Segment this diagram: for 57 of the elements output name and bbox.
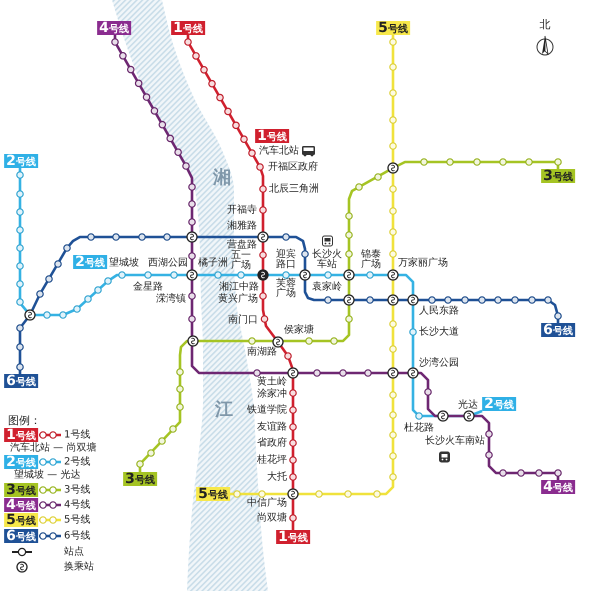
line-badge: 1号线 [171, 21, 205, 35]
station-name: 杜花路 [404, 422, 434, 434]
station-name: 尚双塘 [257, 512, 287, 524]
station-name: 中信广场 [247, 498, 287, 508]
station-name: 开福寺 [227, 204, 257, 216]
station-name: 友谊路 [257, 422, 287, 432]
station-name: 湘江中路 [219, 282, 259, 292]
station-name: 北辰三角洲 [269, 184, 319, 194]
station-name: 省政府 [257, 438, 287, 448]
station-name: 营盘路 [227, 240, 257, 250]
station-name: 迎宾路口 [276, 250, 296, 270]
river-name: 湘 [213, 168, 231, 188]
legend-label: 5号线 [64, 514, 90, 526]
station-name: 沙湾公园 [419, 358, 459, 368]
station-name: 南湖路 [247, 346, 277, 358]
station-name: 黄土岭 [257, 376, 287, 388]
station-name: 开福区政府 [268, 162, 318, 172]
station-name: 望城坡 [109, 258, 139, 268]
legend-label: 站点 [64, 546, 84, 558]
station-name: 铁道学院 [247, 404, 287, 416]
station-name: 橘子洲 [198, 258, 228, 268]
station-name: 金星路 [133, 282, 163, 292]
legend-label: 1号线 [64, 430, 90, 440]
legend-label: 6号线 [64, 530, 90, 542]
station-name: 长沙大道 [419, 326, 459, 338]
station-name: 溁湾镇 [156, 294, 186, 304]
station-name: 涂家冲 [257, 388, 287, 400]
line-badge: 6号线 [4, 529, 38, 543]
legend-label: 换乘站 [64, 562, 94, 572]
route-description: 望城坡 — 光达 [14, 470, 80, 480]
station-name: 湘雅路 [227, 220, 257, 232]
legend-label: 3号线 [64, 484, 90, 496]
legend-title: 图例： [8, 415, 41, 427]
station-name: 人民东路 [419, 306, 459, 316]
station-name: 长沙火车站 [312, 250, 342, 270]
north-label: 北 [540, 19, 550, 31]
station-name: 长沙火车南站 [425, 436, 485, 446]
station-name: 南门口 [228, 314, 258, 326]
station-name: 万家丽广场 [398, 258, 448, 268]
station-name: 锦泰广场 [360, 250, 382, 270]
station-name: 侯家塘 [284, 324, 314, 336]
station-name: 五一广场 [230, 250, 252, 270]
station-name: 芙蓉广场 [276, 279, 296, 299]
station-name: 桂花坪 [257, 454, 287, 466]
legend-label: 2号线 [64, 456, 90, 468]
station-name: 汽车北站 [259, 146, 299, 156]
line-badge: 4号线 [97, 21, 131, 35]
legend-label: 4号线 [64, 500, 90, 510]
station-name: 袁家岭 [312, 282, 342, 292]
line-badge: 1号线 [276, 530, 310, 544]
line-badge: 5号线 [376, 21, 410, 35]
station-name: 光达 [458, 400, 478, 410]
route-description: 汽车北站 — 尚双塘 [10, 442, 96, 454]
station-name: 西湖公园 [148, 258, 188, 268]
station-name: 大托 [267, 472, 287, 482]
river-name: 江 [215, 400, 233, 420]
station-name: 黄兴广场 [218, 294, 258, 304]
